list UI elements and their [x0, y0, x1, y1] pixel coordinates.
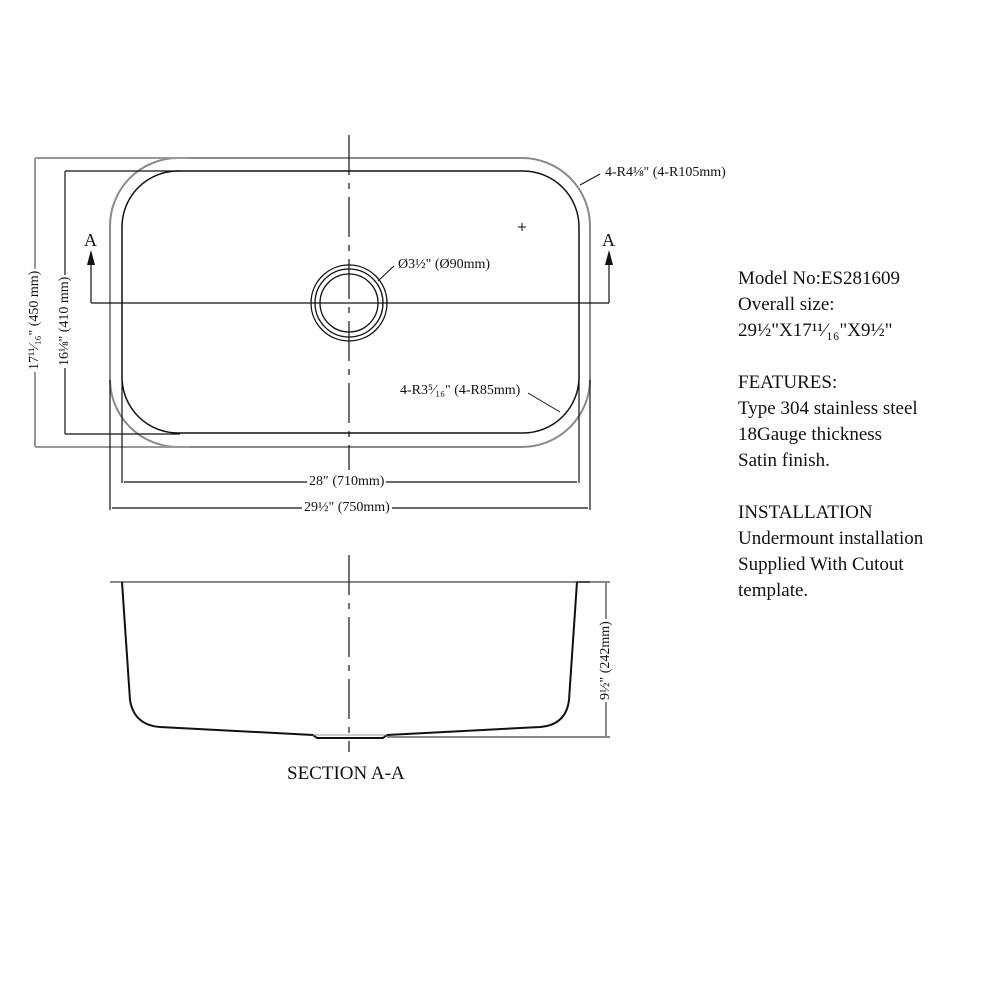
feature-item: Satin finish.	[738, 450, 830, 471]
installation-item: template.	[738, 580, 809, 601]
corner-inner-radius-label: 4-R3⁵⁄₁₆" (4-R85mm)	[398, 383, 523, 398]
overall-size-label: Overall size:	[738, 294, 835, 315]
sink-inner-outline	[121, 170, 580, 434]
section-arrow-left	[87, 250, 95, 265]
model-number: Model No:ES281609	[738, 268, 901, 289]
section-bowl-profile	[121, 581, 578, 739]
inner-depth-label: 16⅛" (410 mm)	[57, 274, 72, 368]
section-arrow-right	[605, 250, 613, 265]
section-marker-left: A	[84, 230, 97, 250]
corner-outer-radius-label: 4-R4⅛" (4-R105mm)	[603, 165, 728, 180]
feature-item: Type 304 stainless steel	[738, 398, 918, 419]
drain-diameter-label: Ø3½" (Ø90mm)	[396, 257, 493, 272]
installation-heading: INSTALLATION	[738, 502, 873, 523]
drain-inner-ring	[319, 273, 379, 333]
section-height-label: 9½" (242mm)	[598, 619, 613, 702]
overall-size-value: 29½"X17¹¹⁄₁₆"X9½"	[738, 320, 893, 341]
inner-width-label: 28″ (710mm)	[307, 474, 387, 489]
features-heading: FEATURES:	[738, 372, 838, 393]
spec-panel: Model No:ES281609 Overall size: 29½"X17¹…	[738, 266, 923, 604]
drain-outer-ring	[310, 264, 388, 342]
section-marker-right: A	[602, 230, 615, 250]
section-title: SECTION A-A	[287, 763, 405, 784]
installation-item: Supplied With Cutout	[738, 554, 904, 575]
installation-item: Undermount installation	[738, 528, 924, 549]
overall-width-label: 29½" (750mm)	[302, 500, 392, 515]
overall-depth-label: 17¹¹⁄₁₆" (450 mm)	[27, 268, 42, 372]
feature-item: 18Gauge thickness	[738, 424, 883, 445]
